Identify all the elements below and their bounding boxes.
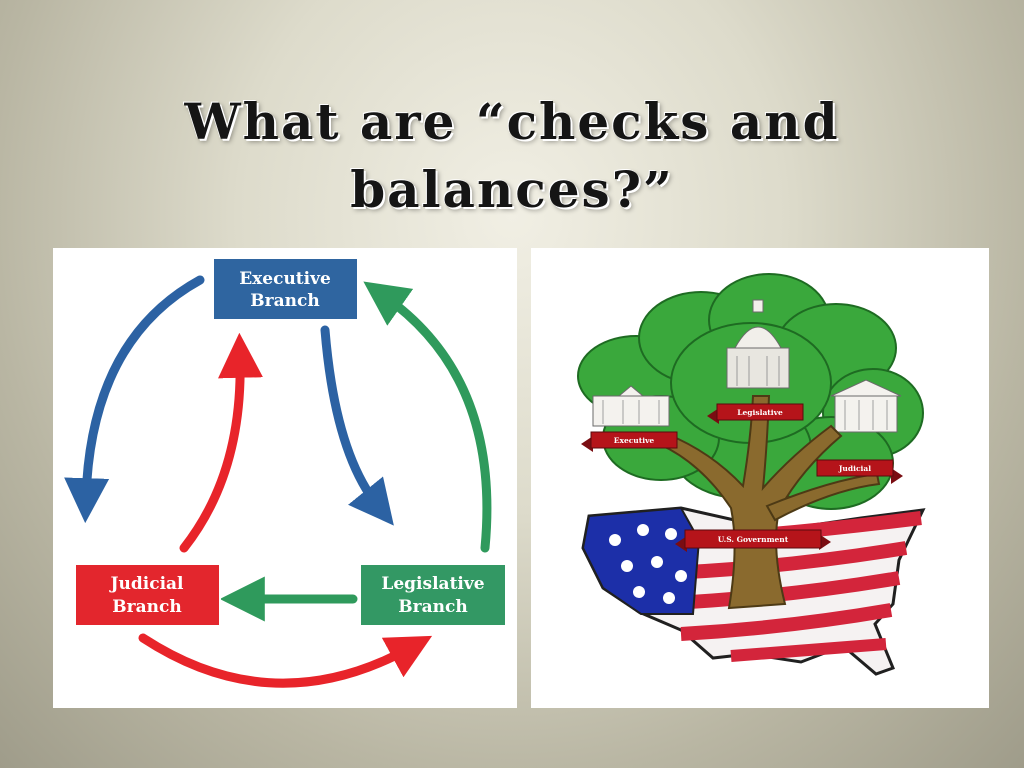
executive-banner: Executive: [581, 431, 678, 452]
checks-balances-cycle-diagram: Executive Branch Judicial Branch Legisla…: [53, 248, 517, 708]
judicial-branch-label-2: Branch: [112, 597, 181, 617]
legislative-banner: Legislative: [707, 403, 804, 424]
legislative-branch-label-1: Legislative: [381, 574, 484, 594]
supreme-court-icon: [830, 379, 902, 433]
government-tree-illustration: Executive Legislative Judicial U.S. Gove…: [531, 248, 989, 708]
legislative-branch-node: Legislative Branch: [359, 563, 507, 627]
arrow-judicial-to-legislative: [138, 633, 433, 688]
tree-illustration-svg: Executive Legislative Judicial U.S. Gove…: [577, 273, 926, 676]
slide-title: What are “checks and balances?”: [184, 92, 840, 219]
tree-trunk: [657, 395, 881, 610]
legislative-branch-label-2: Branch: [398, 597, 467, 617]
white-house-icon: [592, 385, 670, 427]
executive-banner-label: Executive: [614, 436, 655, 445]
judicial-banner: Judicial: [816, 459, 903, 484]
us-flag-map: [581, 506, 926, 676]
arrow-legislative-to-executive: [363, 281, 492, 553]
legislative-banner-label: Legislative: [737, 408, 783, 417]
capitol-building-icon: [726, 299, 790, 389]
arrow-executive-to-judicial: [64, 275, 205, 524]
government-banner: U.S. Government: [675, 529, 831, 552]
government-banner-label: U.S. Government: [718, 535, 789, 544]
cycle-diagram-svg: Executive Branch Judicial Branch Legisla…: [64, 257, 507, 688]
arrow-judicial-to-executive: [179, 332, 264, 553]
executive-branch-label-1: Executive: [239, 269, 331, 289]
executive-branch-label-2: Branch: [250, 291, 319, 311]
judicial-branch-label-1: Judicial: [108, 574, 184, 594]
arrow-executive-to-legislative: [320, 325, 394, 526]
judicial-banner-label: Judicial: [838, 464, 871, 473]
judicial-branch-node: Judicial Branch: [74, 563, 221, 627]
executive-branch-node: Executive Branch: [212, 257, 359, 321]
